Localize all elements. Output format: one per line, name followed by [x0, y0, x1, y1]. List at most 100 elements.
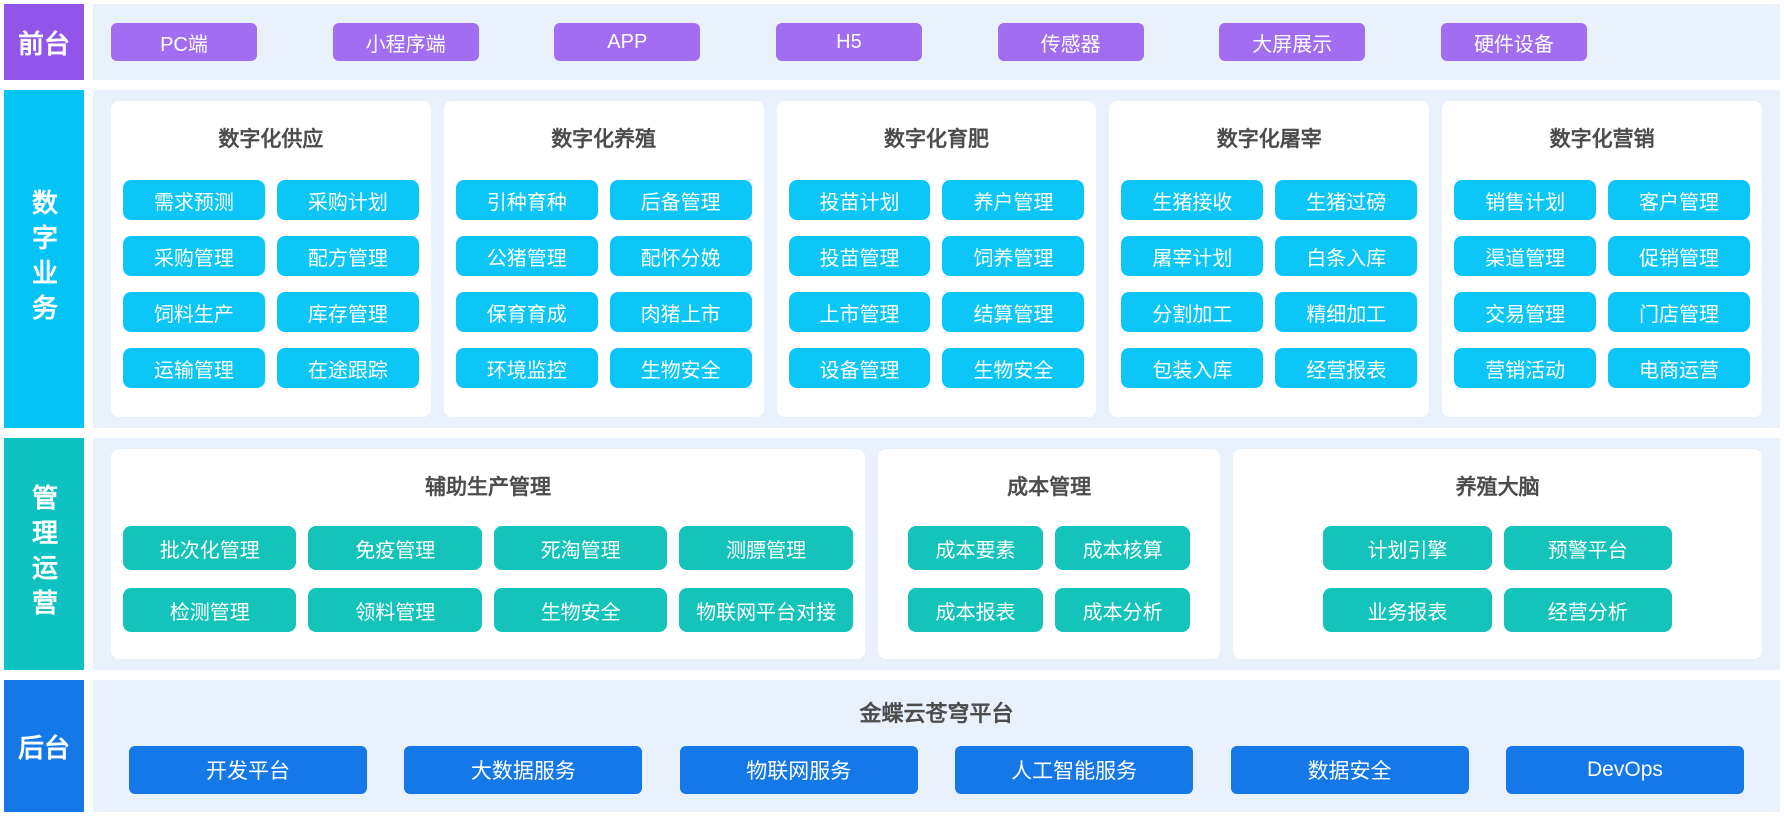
- digital-business-panel: 数字化供应 需求预测 采购计划 采购管理 配方管理 饲料生产 库存管理 运输管理…: [93, 90, 1780, 428]
- card-digital-slaughter: 数字化屠宰 生猪接收 生猪过磅 屠宰计划 白条入库 分割加工 精细加工 包装入库…: [1109, 101, 1430, 417]
- module-chip: 运输管理: [123, 348, 265, 388]
- card-grid: 成本要素 成本核算 成本报表 成本分析: [890, 509, 1208, 649]
- module-chip: 成本分析: [1055, 588, 1191, 632]
- frontend-layer-label: 前台: [4, 4, 84, 80]
- module-chip: 上市管理: [788, 292, 931, 332]
- frontend-panel: PC端 小程序端 APP H5 传感器 大屏展示 硬件设备: [93, 4, 1780, 80]
- card-title: 辅助生产管理: [424, 476, 551, 499]
- frontend-chip-sensor: 传感器: [997, 23, 1144, 61]
- card-grid: 批次化管理 免疫管理 死淘管理 测膘管理 检测管理 领料管理 生物安全 物联网平…: [123, 509, 853, 649]
- module-chip: 采购管理: [123, 236, 265, 276]
- module-chip: 促销管理: [1608, 236, 1750, 276]
- module-chip: 批次化管理: [123, 526, 297, 570]
- card-grid: 生猪接收 生猪过磅 屠宰计划 白条入库 分割加工 精细加工 包装入库 经营报表: [1121, 161, 1418, 407]
- module-chip: 保育育成: [455, 292, 598, 332]
- card-digital-breeding: 数字化养殖 引种育种 后备管理 公猪管理 配怀分娩 保育育成 肉猪上市 环境监控…: [443, 101, 764, 417]
- module-chip: 营销活动: [1454, 348, 1597, 388]
- card-grid: 计划引擎 预警平台 业务报表 经营分析: [1245, 509, 1750, 649]
- card-title: 数字化育肥: [883, 128, 989, 151]
- digital-business-row: 数字业务 数字化供应 需求预测 采购计划 采购管理 配方管理 饲料生产 库存管理…: [4, 90, 1780, 428]
- card-title: 数字化营销: [1549, 128, 1655, 151]
- module-chip: 经营报表: [1275, 348, 1418, 388]
- module-chip: 检测管理: [123, 588, 297, 632]
- module-chip: 饲养管理: [942, 236, 1085, 276]
- module-chip: 预警平台: [1503, 526, 1672, 570]
- module-chip: 生物安全: [942, 348, 1085, 388]
- module-chip: 配怀分娩: [609, 236, 752, 276]
- module-chip: 结算管理: [942, 292, 1085, 332]
- module-chip: 养户管理: [942, 180, 1085, 220]
- module-chip: 渠道管理: [1454, 236, 1597, 276]
- card-grid: 投苗计划 养户管理 投苗管理 饲养管理 上市管理 结算管理 设备管理 生物安全: [788, 161, 1085, 407]
- card-breeding-brain: 养殖大脑 计划引擎 预警平台 业务报表 经营分析: [1233, 449, 1762, 659]
- module-chip: 包装入库: [1121, 348, 1264, 388]
- module-chip: 分割加工: [1121, 292, 1264, 332]
- module-chip: 采购计划: [276, 180, 419, 220]
- module-chip: 公猪管理: [455, 236, 598, 276]
- management-panel: 辅助生产管理 批次化管理 免疫管理 死淘管理 测膘管理 检测管理 领料管理 生物…: [93, 438, 1780, 670]
- card-digital-supply: 数字化供应 需求预测 采购计划 采购管理 配方管理 饲料生产 库存管理 运输管理…: [111, 101, 431, 417]
- card-grid: 引种育种 后备管理 公猪管理 配怀分娩 保育育成 肉猪上市 环境监控 生物安全: [455, 161, 752, 407]
- backend-layer-label: 后台: [4, 680, 84, 812]
- backend-services: 开发平台 大数据服务 物联网服务 人工智能服务 数据安全 DevOps: [129, 746, 1744, 794]
- card-grid: 需求预测 采购计划 采购管理 配方管理 饲料生产 库存管理 运输管理 在途跟踪: [123, 161, 419, 407]
- module-chip: 成本报表: [907, 588, 1044, 632]
- management-layer-label: 管理运营: [4, 438, 84, 670]
- card-production-assist: 辅助生产管理 批次化管理 免疫管理 死淘管理 测膘管理 检测管理 领料管理 生物…: [111, 449, 865, 659]
- backend-chip-datasecurity: 数据安全: [1230, 746, 1469, 794]
- module-chip: 配方管理: [276, 236, 419, 276]
- card-title: 数字化屠宰: [1216, 128, 1322, 151]
- module-chip: 计划引擎: [1323, 526, 1492, 570]
- frontend-chip-miniprogram: 小程序端: [332, 23, 479, 61]
- card-title: 成本管理: [1007, 476, 1092, 499]
- module-chip: 饲料生产: [123, 292, 265, 332]
- module-chip: 客户管理: [1608, 180, 1750, 220]
- module-chip: 肉猪上市: [609, 292, 752, 332]
- module-chip: 业务报表: [1323, 588, 1492, 632]
- management-row: 管理运营 辅助生产管理 批次化管理 免疫管理 死淘管理 测膘管理 检测管理 领料…: [4, 438, 1780, 670]
- card-title: 数字化供应: [218, 128, 324, 151]
- module-chip: 测膘管理: [679, 526, 853, 570]
- module-chip: 交易管理: [1454, 292, 1597, 332]
- module-chip: 投苗计划: [788, 180, 931, 220]
- module-chip: 销售计划: [1454, 180, 1597, 220]
- module-chip: 生物安全: [609, 348, 752, 388]
- module-chip: 白条入库: [1275, 236, 1418, 276]
- module-chip: 免疫管理: [308, 526, 482, 570]
- frontend-chip-h5: H5: [775, 23, 922, 61]
- module-chip: 门店管理: [1608, 292, 1750, 332]
- card-cost-management: 成本管理 成本要素 成本核算 成本报表 成本分析: [877, 449, 1221, 659]
- module-chip: 死淘管理: [493, 526, 668, 570]
- backend-chip-ai: 人工智能服务: [955, 746, 1194, 794]
- module-chip: 设备管理: [788, 348, 931, 388]
- card-digital-fattening: 数字化育肥 投苗计划 养户管理 投苗管理 饲养管理 上市管理 结算管理 设备管理…: [776, 101, 1097, 417]
- module-chip: 生猪接收: [1121, 180, 1264, 220]
- module-chip: 投苗管理: [788, 236, 931, 276]
- card-title: 数字化养殖: [551, 128, 657, 151]
- module-chip: 生猪过磅: [1275, 180, 1418, 220]
- backend-chip-iot: 物联网服务: [679, 746, 918, 794]
- module-chip: 精细加工: [1275, 292, 1418, 332]
- module-chip: 后备管理: [609, 180, 752, 220]
- frontend-chip-app: APP: [554, 23, 701, 61]
- module-chip: 物联网平台对接: [679, 588, 853, 632]
- frontend-chip-pc: PC端: [111, 23, 257, 61]
- backend-chip-bigdata: 大数据服务: [404, 746, 643, 794]
- backend-panel: 金蝶云苍穹平台 开发平台 大数据服务 物联网服务 人工智能服务 数据安全 Dev…: [93, 680, 1780, 812]
- module-chip: 电商运营: [1608, 348, 1750, 388]
- frontend-row: 前台 PC端 小程序端 APP H5 传感器 大屏展示 硬件设备: [4, 4, 1780, 80]
- module-chip: 成本要素: [907, 526, 1044, 570]
- module-chip: 成本核算: [1055, 526, 1191, 570]
- frontend-chip-hardware: 硬件设备: [1440, 23, 1587, 61]
- module-chip: 环境监控: [455, 348, 598, 388]
- module-chip: 经营分析: [1503, 588, 1672, 632]
- module-chip: 生物安全: [493, 588, 668, 632]
- backend-chip-devplatform: 开发平台: [129, 746, 367, 794]
- card-grid: 销售计划 客户管理 渠道管理 促销管理 交易管理 门店管理 营销活动 电商运营: [1454, 161, 1750, 407]
- digital-business-layer-label: 数字业务: [4, 90, 84, 428]
- module-chip: 领料管理: [308, 588, 482, 632]
- card-title: 养殖大脑: [1455, 476, 1540, 499]
- card-digital-marketing: 数字化营销 销售计划 客户管理 渠道管理 促销管理 交易管理 门店管理 营销活动…: [1442, 101, 1762, 417]
- backend-chip-devops: DevOps: [1505, 746, 1744, 794]
